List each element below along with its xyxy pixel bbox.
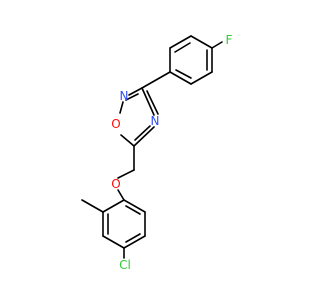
bond-to-fluorine bbox=[211, 41, 223, 49]
bond bbox=[102, 199, 125, 213]
bond bbox=[120, 134, 135, 147]
bond bbox=[125, 205, 141, 215]
ether-oxygen-label: O bbox=[111, 177, 120, 191]
bond-from-ether-oxygen bbox=[117, 189, 125, 201]
bond bbox=[134, 125, 151, 141]
bond bbox=[175, 69, 192, 79]
bond bbox=[128, 87, 143, 96]
bond bbox=[123, 199, 146, 213]
bond bbox=[102, 235, 125, 249]
bond bbox=[119, 101, 124, 114]
bond-to-ether-oxygen bbox=[117, 169, 135, 179]
nitrogen-label-top: N bbox=[120, 89, 129, 103]
nitrogen-label-right: N bbox=[151, 114, 160, 128]
chloromethylphenyl-ring bbox=[81, 199, 146, 259]
bond bbox=[141, 87, 155, 116]
structure-canvas: F N O N O Cl bbox=[81, 33, 233, 272]
bond bbox=[174, 42, 191, 53]
oxygen-label-ring: O bbox=[111, 117, 120, 131]
fluorine-label: F bbox=[226, 33, 233, 47]
bond bbox=[190, 71, 213, 85]
molecule-diagram: F N O N O Cl bbox=[81, 33, 233, 272]
bond bbox=[123, 235, 146, 249]
bond bbox=[169, 35, 192, 49]
bond bbox=[190, 35, 213, 49]
bond bbox=[169, 71, 192, 85]
bond bbox=[146, 90, 159, 115]
bond bbox=[125, 93, 139, 101]
bond-methyl bbox=[81, 199, 104, 213]
fluorophenyl-ring bbox=[169, 35, 223, 85]
chlorine-label: Cl bbox=[119, 258, 131, 272]
bond bbox=[125, 233, 141, 243]
oxadiazole-ring bbox=[119, 87, 159, 147]
bond bbox=[133, 126, 155, 147]
bond-aryl-oxadiazole bbox=[141, 71, 171, 89]
